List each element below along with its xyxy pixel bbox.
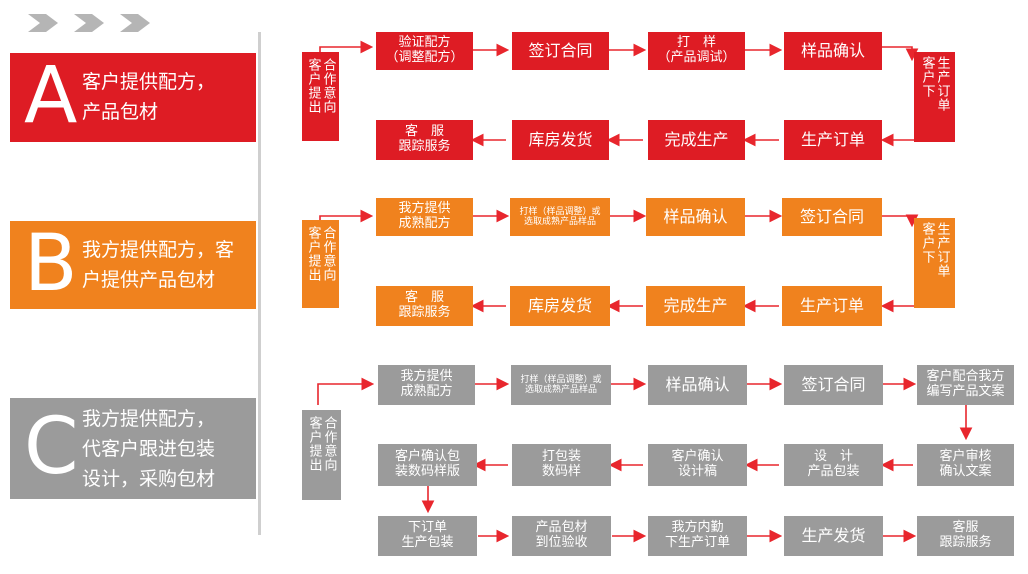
b-step-3: 样品确认 (646, 198, 745, 236)
panel-c-desc: 我方提供配方， 代客户跟进包装 设计，采购包材 (82, 404, 215, 494)
panel-b-desc: 我方提供配方，客 户提供产品包材 (82, 235, 234, 295)
c-r1-step-2-label: 打样（样品调整）或 选取成熟产品样品 (520, 374, 602, 395)
c-r2-step-5-label: 客户审核 确认文案 (939, 449, 992, 479)
a-step-3-label: 打 样 （产品调试） (657, 35, 736, 65)
c-start-col1: 客户提出 (306, 416, 322, 472)
a-step-6-label: 完成生产 (664, 129, 729, 149)
c-r3-step-3: 我方内勤 下生产订单 (648, 516, 747, 556)
panel-a: A 客户提供配方， 产品包材 (10, 53, 256, 142)
c-r2-step-1-label: 客户确认包 装数码样版 (394, 449, 460, 479)
b-turn-box: 客户下 生产订单 (914, 218, 955, 308)
c-r1-step-4-label: 签订合同 (801, 374, 866, 394)
c-r1-step-2: 打样（样品调整）或 选取成熟产品样品 (511, 365, 611, 405)
c-r2-step-2-label: 打包装 数码样 (541, 449, 581, 479)
c-r1-step-3-label: 样品确认 (665, 374, 730, 394)
a-start-col1: 客户提出 (305, 58, 321, 114)
triple-chevron-right-icon (28, 12, 168, 38)
c-r3-step-2-label: 产品包材 到位验收 (535, 520, 588, 550)
c-r2-step-4-label: 设 计 产品包装 (807, 449, 860, 479)
b-step-8: 客 服 跟踪服务 (376, 286, 473, 326)
c-r2-step-4: 设 计 产品包装 (784, 444, 883, 486)
b-turn-col1: 客户下 (919, 222, 935, 264)
b-step-5: 生产订单 (782, 286, 882, 326)
c-r3-step-1-label: 下订单 生产包装 (401, 520, 454, 550)
a-step-4: 样品确认 (784, 32, 882, 70)
b-step-3-label: 样品确认 (663, 206, 728, 226)
c-r3-step-4: 生产发货 (784, 516, 883, 556)
c-r3-step-4-label: 生产发货 (801, 525, 866, 545)
b-step-2-label: 打样（样品调整）或 选取成熟产品样品 (519, 206, 601, 227)
a-start-box: 客户提出 合作意向 (302, 52, 339, 141)
b-step-5-label: 生产订单 (799, 295, 864, 315)
b-step-1: 我方提供 成熟配方 (376, 198, 473, 236)
divider-line (258, 32, 261, 535)
panel-b-letter: B (24, 219, 78, 309)
panel-c-desc-line3: 设计，采购包材 (82, 468, 216, 490)
c-r1-step-5: 客户配合我方 编写产品文案 (917, 365, 1014, 405)
a-step-1-label: 验证配方 （调整配方） (385, 35, 464, 65)
panel-b: B 我方提供配方，客 户提供产品包材 (10, 221, 256, 309)
panel-a-desc-line1: 客户提供配方， (82, 71, 216, 93)
a-step-6: 完成生产 (648, 120, 745, 160)
a-step-5-label: 生产订单 (800, 129, 865, 149)
panel-b-desc-line2: 户提供产品包材 (82, 269, 216, 291)
b-step-4-label: 签订合同 (799, 206, 864, 226)
a-step-7-label: 库房发货 (528, 129, 593, 149)
b-step-1-label: 我方提供 成熟配方 (398, 201, 451, 231)
c-r1-step-3: 样品确认 (648, 365, 747, 405)
a-step-8: 客 服 跟踪服务 (376, 120, 473, 160)
c-r1-step-1: 我方提供 成熟配方 (378, 365, 475, 405)
a-step-1: 验证配方 （调整配方） (376, 32, 473, 70)
b-step-7: 库房发货 (510, 286, 610, 326)
c-r2-step-1: 客户确认包 装数码样版 (378, 444, 477, 486)
b-step-2: 打样（样品调整）或 选取成熟产品样品 (510, 198, 610, 236)
c-r1-step-5-label: 客户配合我方 编写产品文案 (926, 369, 1005, 399)
c-r3-step-5: 客服 跟踪服务 (917, 516, 1014, 556)
panel-a-letter: A (24, 51, 78, 141)
b-start-col1: 客户提出 (305, 226, 321, 282)
panel-a-desc-line2: 产品包材 (82, 101, 159, 123)
c-r1-step-1-label: 我方提供 成熟配方 (400, 369, 453, 399)
panel-c-desc-line1: 我方提供配方， (82, 408, 216, 430)
b-step-6-label: 完成生产 (663, 295, 728, 315)
b-step-8-label: 客 服 跟踪服务 (398, 290, 451, 320)
c-r2-step-5: 客户审核 确认文案 (917, 444, 1014, 486)
b-turn-col2: 生产订单 (934, 222, 950, 278)
c-r3-step-3-label: 我方内勤 下生产订单 (664, 520, 730, 550)
a-step-2: 签订合同 (512, 32, 609, 70)
a-step-2-label: 签订合同 (528, 40, 593, 60)
c-r3-step-2: 产品包材 到位验收 (512, 516, 611, 556)
panel-c-letter: C (24, 402, 79, 492)
a-start-col2: 合作意向 (320, 58, 336, 114)
b-step-4: 签订合同 (782, 198, 882, 236)
panel-c-desc-line2: 代客户跟进包装 (82, 438, 216, 460)
c-r3-step-1: 下订单 生产包装 (378, 516, 477, 556)
c-r2-step-2: 打包装 数码样 (512, 444, 611, 486)
c-r3-step-5-label: 客服 跟踪服务 (939, 520, 992, 550)
a-turn-box: 客户下 生产订单 (914, 52, 955, 142)
a-turn-col2: 生产订单 (934, 56, 950, 112)
c-r1-step-4: 签订合同 (784, 365, 883, 405)
a-step-4-label: 样品确认 (800, 40, 865, 60)
c-start-box: 客户提出 合作意向 (302, 410, 341, 500)
b-step-7-label: 库房发货 (527, 295, 592, 315)
b-step-6: 完成生产 (646, 286, 745, 326)
panel-a-desc: 客户提供配方， 产品包材 (82, 67, 215, 127)
a-step-5: 生产订单 (784, 120, 882, 160)
b-start-col2: 合作意向 (320, 226, 336, 282)
panel-c: C 我方提供配方， 代客户跟进包装 设计，采购包材 (10, 398, 256, 499)
c-r2-step-3-label: 客户确认 设计稿 (671, 449, 724, 479)
c-r2-step-3: 客户确认 设计稿 (648, 444, 747, 486)
panel-b-desc-line1: 我方提供配方，客 (82, 239, 235, 261)
a-step-7: 库房发货 (512, 120, 609, 160)
a-turn-col1: 客户下 (919, 56, 935, 98)
c-start-col2: 合作意向 (321, 416, 337, 472)
a-step-3: 打 样 （产品调试） (648, 32, 745, 70)
a-step-8-label: 客 服 跟踪服务 (398, 124, 451, 154)
b-start-box: 客户提出 合作意向 (302, 220, 339, 308)
